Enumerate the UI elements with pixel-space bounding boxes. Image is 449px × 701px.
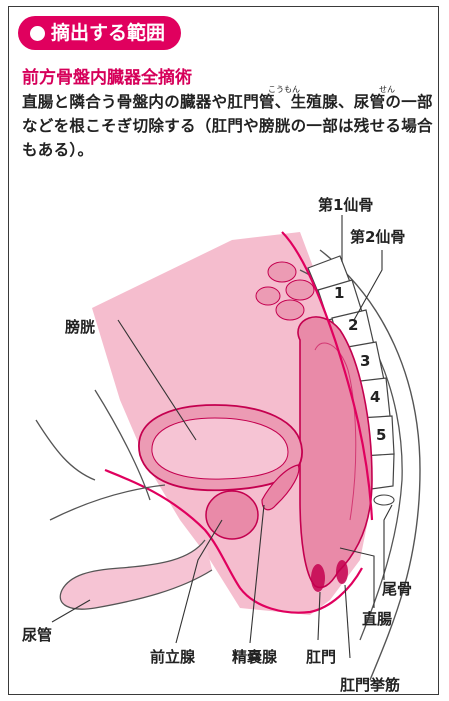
label-levator-ani: 肛門挙筋 [340, 676, 400, 694]
vertebra-number-5: 5 [376, 426, 386, 444]
label-coccyx: 尾骨 [382, 580, 412, 598]
label-sacrum1: 第1仙骨 [318, 196, 373, 214]
label-prostate: 前立腺 [150, 648, 196, 666]
vertebra-number-1: 1 [334, 284, 344, 302]
anal-canal-right [336, 560, 348, 584]
vertebra-number-3: 3 [360, 352, 370, 370]
anal-canal-left [311, 564, 325, 592]
label-rectum: 直腸 [362, 610, 392, 628]
label-urethra: 尿管 [22, 626, 52, 644]
vertebra-number-4: 4 [370, 388, 380, 406]
label-sacrum2: 第2仙骨 [350, 228, 405, 246]
label-seminal-vesicle: 精嚢腺 [232, 648, 278, 666]
urethra-shape [60, 540, 212, 609]
vertebra-number-2: 2 [348, 316, 358, 334]
label-anus: 肛門 [306, 648, 336, 666]
label-bladder: 膀胱 [65, 318, 95, 336]
prostate-shape [206, 491, 258, 539]
